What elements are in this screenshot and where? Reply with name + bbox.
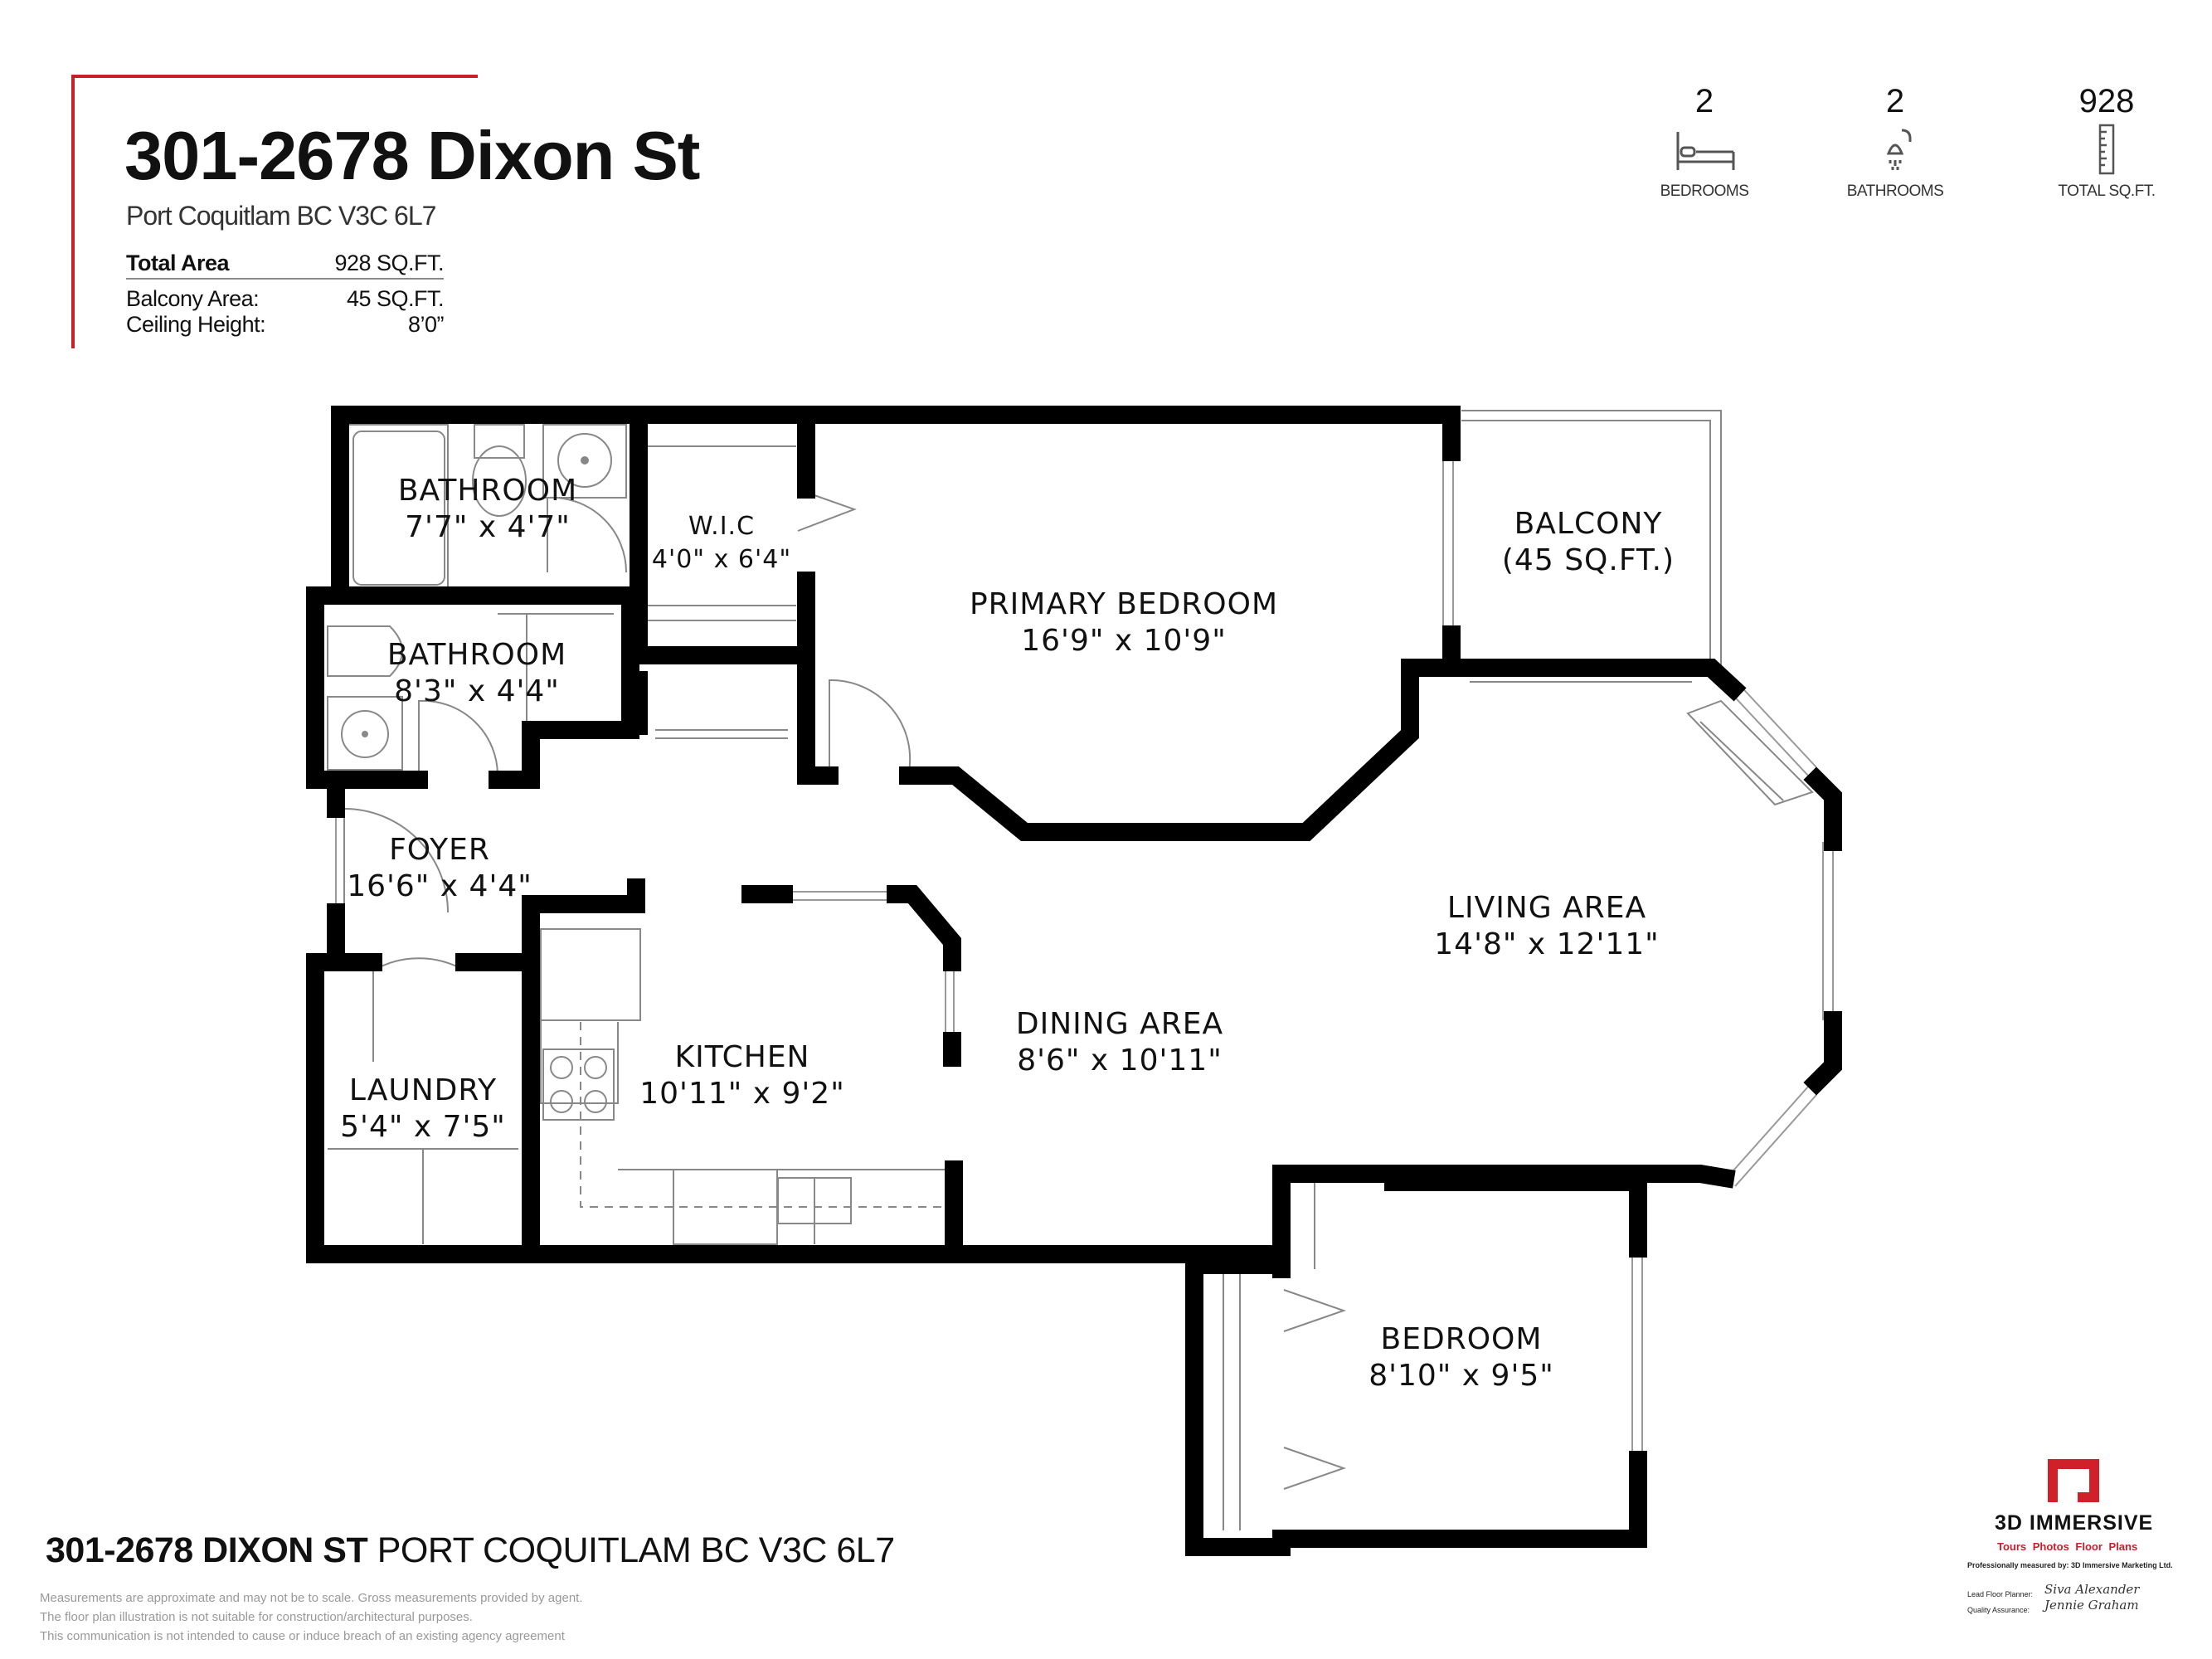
room-balcony-dims: (45 SQ.FT.) (1501, 543, 1675, 577)
ceiling-height-value: 8’0” (407, 312, 445, 337)
balcony-area-label: Balcony Area: (126, 286, 260, 311)
disclaimer-line-3: This communication is not intended to ca… (40, 1629, 565, 1643)
room-wic-name: W.I.C (688, 512, 756, 541)
room-balcony: BALCONY (45 SQ.FT.) (1502, 506, 1675, 579)
room-primary-bedroom-dims: 16'9" x 10'9" (1021, 624, 1227, 658)
room-living-area: LIVING AREA 14'8" x 12'11" (1434, 890, 1659, 963)
room-bathroom-2-dims: 8'3" x 4'4" (394, 674, 560, 708)
footer-address: 301-2678 DIXON ST PORT COQUITLAM BC V3C … (46, 1530, 895, 1571)
room-dining-area-name: DINING AREA (1015, 1007, 1224, 1041)
room-laundry-name: LAUNDRY (348, 1073, 498, 1107)
room-bathroom-1-dims: 7'7" x 4'7" (405, 510, 571, 544)
measured-by: Professionally measured by: 3D Immersive… (1967, 1561, 2173, 1569)
room-foyer-name: FOYER (389, 833, 490, 867)
stat-bedrooms-label: BEDROOMS (1660, 182, 1749, 200)
brand-logo-icon (2048, 1459, 2099, 1502)
room-wic-dims: 4'0" x 6'4" (651, 545, 792, 574)
room-laundry: LAUNDRY 5'4" x 7'5" (340, 1073, 506, 1146)
area-table: Total Area 928 SQ.FT. Balcony Area: 45 S… (126, 251, 445, 338)
room-dining-area-dims: 8'6" x 10'11" (1017, 1044, 1223, 1078)
property-address: Port Coquitlam BC V3C 6L7 (126, 201, 436, 231)
ceiling-height-label: Ceiling Height: (126, 312, 266, 337)
room-kitchen: KITCHEN 10'11" x 9'2" (639, 1039, 845, 1112)
qa-label: Quality Assurance: (1967, 1606, 2030, 1614)
brand-tagline: Tours Photos Floor Plans (1997, 1540, 2138, 1553)
room-foyer-dims: 16'6" x 4'4" (347, 869, 532, 903)
stat-bathrooms-label: BATHROOMS (1846, 182, 1944, 200)
stat-bedrooms-value: 2 (1694, 83, 1714, 119)
stat-bathrooms: 2 BATHROOMS (1812, 83, 1986, 201)
room-foyer: FOYER 16'6" x 4'4" (347, 832, 532, 905)
room-living-area-dims: 14'8" x 12'11" (1434, 927, 1660, 961)
balcony-area-row: Balcony Area: 45 SQ.FT. (126, 286, 445, 312)
room-living-area-name: LIVING AREA (1446, 891, 1647, 925)
windows (335, 452, 1834, 1460)
room-dining-area: DINING AREA 8'6" x 10'11" (1016, 1006, 1223, 1079)
total-area-value: 928 SQ.FT. (334, 251, 444, 275)
disclaimer-line-2: The floor plan illustration is not suita… (40, 1610, 473, 1624)
stat-sqft: 928 TOTAL SQ.FT. (2024, 83, 2198, 201)
page-title: 301-2678 Dixon St (124, 117, 700, 194)
shower-icon (1886, 129, 1912, 170)
ruler-icon (2098, 124, 2115, 175)
stat-sqft-value: 928 (2078, 83, 2135, 119)
room-primary-bedroom: PRIMARY BEDROOM 16'9" x 10'9" (970, 586, 1278, 659)
planner-label: Lead Floor Planner: (1967, 1590, 2034, 1598)
room-kitchen-dims: 10'11" x 9'2" (639, 1077, 845, 1111)
ceiling-height-row: Ceiling Height: 8’0” (126, 312, 445, 338)
room-primary-bedroom-name: PRIMARY BEDROOM (969, 587, 1279, 621)
stat-sqft-label: TOTAL SQ.FT. (2058, 182, 2156, 200)
walls (306, 406, 1842, 1556)
room-bathroom-1-name: BATHROOM (397, 474, 578, 508)
room-bathroom-2-name: BATHROOM (386, 638, 567, 672)
room-balcony-name: BALCONY (1514, 507, 1663, 541)
footer-address-street: 301-2678 DIXON ST (46, 1530, 368, 1570)
room-bathroom-1: BATHROOM 7'7" x 4'7" (398, 473, 577, 546)
room-kitchen-name: KITCHEN (674, 1040, 810, 1074)
header-accent (71, 75, 478, 348)
stat-bathrooms-value: 2 (1885, 83, 1905, 119)
total-area-label: Total Area (126, 251, 230, 275)
room-bedroom-dims: 8'10" x 9'5" (1369, 1359, 1554, 1393)
room-wic: W.I.C 4'0" x 6'4" (652, 510, 791, 577)
bed-icon (1676, 132, 1735, 170)
planner-signature: Siva Alexander (2044, 1582, 2140, 1597)
footer-address-city: PORT COQUITLAM BC V3C 6L7 (377, 1530, 895, 1570)
room-laundry-dims: 5'4" x 7'5" (340, 1110, 506, 1144)
room-bedroom: BEDROOM 8'10" x 9'5" (1369, 1321, 1554, 1394)
total-area-row: Total Area 928 SQ.FT. (126, 251, 444, 280)
room-bedroom-name: BEDROOM (1380, 1322, 1543, 1356)
stat-bedrooms: 2 BEDROOMS (1621, 83, 1796, 201)
balcony-area-value: 45 SQ.FT. (346, 286, 445, 311)
disclaimer-line-1: Measurements are approximate and may not… (40, 1591, 583, 1605)
brand-name: 3D IMMERSIVE (1995, 1511, 2154, 1535)
room-bathroom-2: BATHROOM 8'3" x 4'4" (387, 637, 566, 710)
qa-signature: Jennie Graham (2044, 1598, 2139, 1613)
